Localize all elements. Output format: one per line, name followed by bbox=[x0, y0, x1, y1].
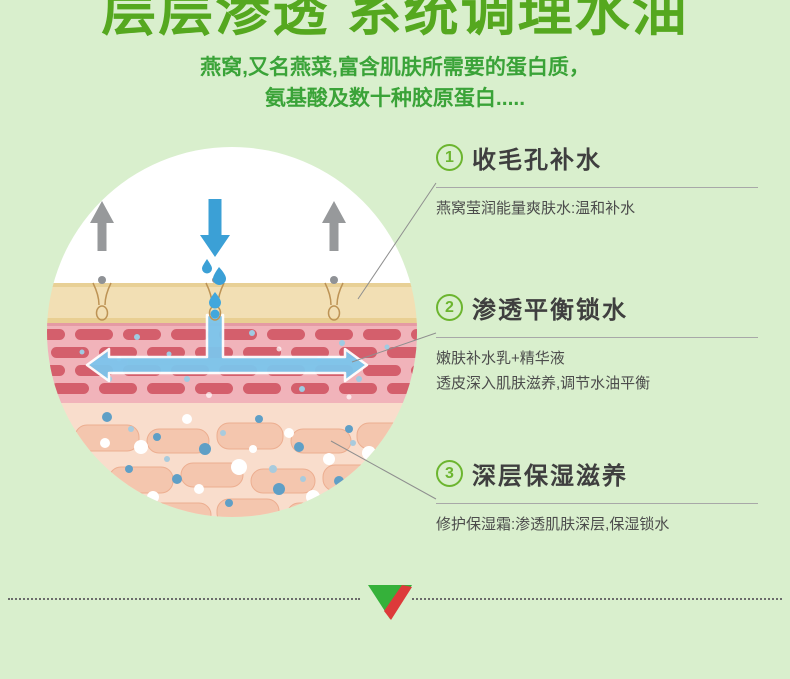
subtitle-line-2: 氨基酸及数十种胶原蛋白..... bbox=[264, 87, 526, 110]
step-3-heading: 深层保湿滋养 bbox=[472, 463, 628, 490]
dotted-divider-left bbox=[8, 598, 360, 600]
dotted-divider-right bbox=[412, 598, 782, 600]
step-2-description-line-1: 嫩肤补水乳+精华液 bbox=[436, 350, 565, 367]
water-in-pore-icon bbox=[209, 292, 221, 319]
up-arrow-icon bbox=[322, 201, 346, 251]
annotation-step-2: 2 渗透平衡锁水 嫩肤补水乳+精华液 透皮深入肌肤滋养,调节水油平衡 bbox=[436, 290, 758, 395]
down-triangle-icon bbox=[368, 585, 412, 620]
skin-cross-section-illustration bbox=[47, 147, 417, 517]
page-title: 层层渗透 系统调理水油 bbox=[101, 0, 689, 42]
skin-diagram bbox=[47, 147, 417, 517]
water-drop-icon bbox=[202, 259, 226, 285]
annotation-heading: 3 深层保湿滋养 bbox=[436, 456, 758, 504]
step-1-description: 燕窝莹润能量爽肤水:温和补水 bbox=[436, 200, 636, 217]
up-arrow-icon bbox=[90, 201, 114, 251]
step-2-number-badge: 2 bbox=[436, 294, 463, 321]
step-1-heading: 收毛孔补水 bbox=[472, 147, 602, 174]
step-3-number-badge: 3 bbox=[436, 460, 463, 487]
pore-icon bbox=[92, 282, 344, 321]
annotation-heading: 1 收毛孔补水 bbox=[436, 140, 758, 188]
annotation-step-1: 1 收毛孔补水 燕窝莹润能量爽肤水:温和补水 bbox=[436, 140, 758, 220]
annotation-step-3: 3 深层保湿滋养 修护保湿霜:渗透肌肤深层,保湿锁水 bbox=[436, 456, 758, 536]
subtitle-line-1: 燕窝,又名燕菜,富含肌肤所需要的蛋白质， bbox=[200, 56, 590, 79]
step-1-number-badge: 1 bbox=[436, 144, 463, 171]
spread-arrow-icon bbox=[85, 313, 369, 383]
down-arrow-icon bbox=[200, 199, 230, 257]
step-2-heading: 渗透平衡锁水 bbox=[472, 297, 628, 324]
step-3-description: 修护保湿霜:渗透肌肤深层,保湿锁水 bbox=[436, 516, 670, 533]
step-2-description-line-2: 透皮深入肌肤滋养,调节水油平衡 bbox=[436, 375, 651, 392]
epidermis-layer bbox=[47, 283, 417, 323]
page-subtitle: 燕窝,又名燕菜,富含肌肤所需要的蛋白质， 氨基酸及数十种胶原蛋白..... bbox=[0, 52, 790, 114]
annotation-heading: 2 渗透平衡锁水 bbox=[436, 290, 758, 338]
